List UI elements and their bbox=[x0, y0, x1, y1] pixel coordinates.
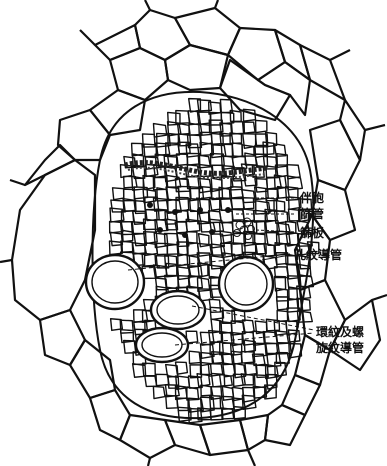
label-annular-vessel-line1: 環紋及螺 bbox=[316, 324, 364, 339]
label-companion-cell: 伴胞 bbox=[299, 190, 324, 205]
inner-cell bbox=[230, 187, 243, 198]
inner-cell bbox=[243, 198, 254, 209]
annular-vessel-lower bbox=[136, 328, 188, 362]
inner-cell bbox=[124, 176, 137, 187]
inner-cell bbox=[277, 311, 287, 322]
inner-cell bbox=[113, 188, 124, 200]
inner-cell bbox=[263, 142, 274, 155]
inner-cell bbox=[153, 124, 166, 137]
label-sieve-tube: 篩管 bbox=[300, 206, 324, 221]
inner-cell bbox=[210, 199, 220, 211]
inner-tissue-cells bbox=[110, 99, 319, 423]
label-sieve-plate: 篩板 bbox=[300, 225, 325, 240]
pitted-vessel-right bbox=[219, 257, 273, 311]
inner-cell bbox=[145, 376, 157, 386]
inner-cell bbox=[286, 321, 297, 335]
inner-cell bbox=[197, 374, 210, 387]
annular-vessel-upper bbox=[151, 291, 205, 329]
label-annular-vessel-line2: 旋紋導管 bbox=[315, 340, 364, 355]
inner-cell bbox=[176, 111, 190, 124]
pitted-vessel-left bbox=[86, 255, 144, 309]
inner-cell bbox=[145, 164, 158, 176]
inner-cell bbox=[153, 386, 165, 398]
inner-cell bbox=[256, 120, 267, 132]
label-pitted-vessel: 孔紋導管 bbox=[294, 247, 342, 262]
inner-cell bbox=[122, 230, 132, 241]
inner-cell bbox=[220, 231, 231, 243]
inner-cell bbox=[210, 307, 223, 319]
inner-cell bbox=[276, 331, 289, 344]
inner-cell bbox=[189, 351, 200, 363]
